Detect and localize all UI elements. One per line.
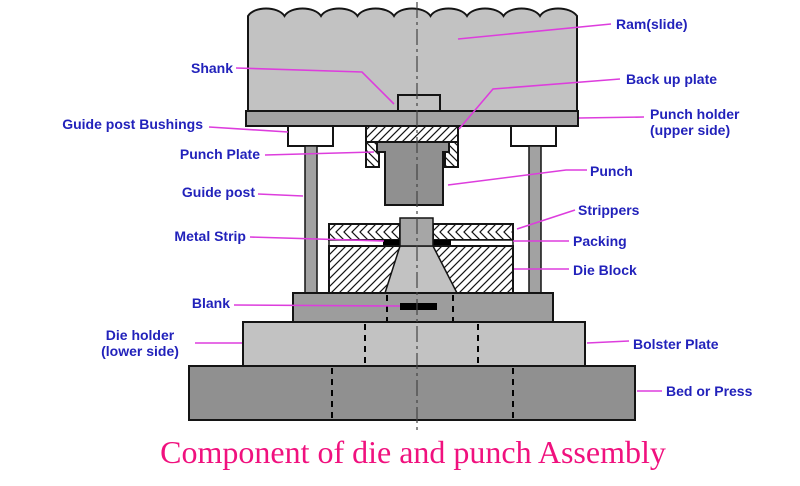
part-labels: Shank Guide post Bushings Punch Plate Gu… xyxy=(62,16,752,399)
leader-lines xyxy=(195,23,662,392)
metal-strip-right-shape xyxy=(433,240,451,246)
leader-ram xyxy=(457,23,612,40)
label-bolster-plate: Bolster Plate xyxy=(633,336,719,352)
leader-punch-plate xyxy=(264,151,375,156)
punch-holder-shape xyxy=(245,110,579,127)
hidden-detail-dashed-lines xyxy=(331,295,514,419)
shank-shape xyxy=(397,94,441,112)
diagram-title: Component of die and punch Assembly xyxy=(160,434,666,470)
label-guide-post-bushings: Guide post Bushings xyxy=(62,116,203,132)
metal-strip-left-shape xyxy=(383,240,403,246)
ram-shape xyxy=(247,7,578,112)
leader-punch-holder xyxy=(578,116,645,119)
label-guide-post: Guide post xyxy=(182,184,255,200)
label-die-holder-line1: Die holder xyxy=(106,327,175,343)
leader-guide-post xyxy=(257,193,304,197)
guide-post-bushing-right-shape xyxy=(510,125,557,147)
guide-post-left-shape xyxy=(304,145,318,294)
leader-shank xyxy=(235,67,395,105)
label-strippers: Strippers xyxy=(578,202,640,218)
blank-shape xyxy=(400,303,437,310)
leader-back-up-plate xyxy=(458,78,621,130)
label-punch-holder-line1: Punch holder xyxy=(650,106,740,122)
leader-blank xyxy=(233,304,401,307)
label-punch-holder-line2: (upper side) xyxy=(650,122,730,138)
leader-punch xyxy=(447,169,587,186)
leader-bolster-plate xyxy=(586,340,630,344)
label-punch-plate: Punch Plate xyxy=(180,146,260,162)
label-ram: Ram(slide) xyxy=(616,16,688,32)
punch-shape xyxy=(376,141,450,206)
bolster-plate-shape xyxy=(242,321,586,367)
label-die-holder-line2: (lower side) xyxy=(101,343,179,359)
leader-guide-post-bushings xyxy=(208,126,289,133)
leader-strippers xyxy=(516,209,576,230)
label-bed-or-press: Bed or Press xyxy=(666,383,753,399)
label-die-block: Die Block xyxy=(573,262,637,278)
bed-shape xyxy=(188,365,636,421)
label-punch: Punch xyxy=(590,163,633,179)
punch-plate-left-shape xyxy=(365,141,380,168)
label-shank: Shank xyxy=(191,60,233,76)
guide-post-right-shape xyxy=(528,145,542,294)
stripper-left-shape xyxy=(328,223,401,241)
label-metal-strip: Metal Strip xyxy=(174,228,246,244)
leader-metal-strip xyxy=(249,236,385,242)
label-blank: Blank xyxy=(192,295,230,311)
label-back-up-plate: Back up plate xyxy=(626,71,717,87)
guide-post-bushing-left-shape xyxy=(287,125,334,147)
stripper-right-shape xyxy=(432,223,514,241)
label-packing: Packing xyxy=(573,233,627,249)
back-up-plate-shape xyxy=(365,125,459,143)
